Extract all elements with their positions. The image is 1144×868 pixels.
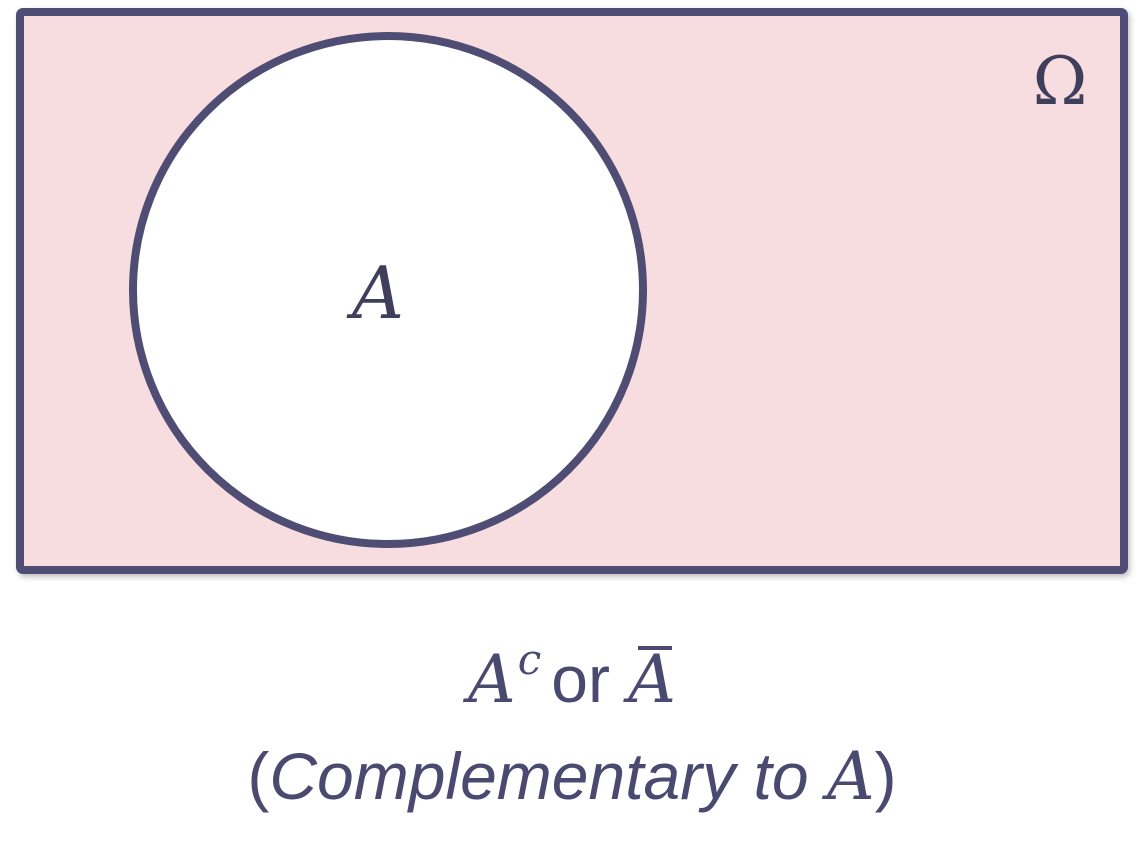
set-a-label: A — [346, 251, 404, 335]
venn-diagram: Ω A — [16, 8, 1128, 574]
description-text: Complementary to — [269, 739, 827, 813]
description-set: A — [826, 738, 875, 815]
complement-base: A — [468, 641, 516, 718]
notation-connector: or — [551, 642, 610, 716]
set-a-circle — [129, 32, 647, 548]
open-paren: ( — [247, 739, 270, 813]
complement-superscript: c — [517, 635, 542, 684]
universe-label: Ω — [1033, 43, 1088, 120]
close-paren: ) — [874, 739, 897, 813]
complement-description: (Complementary to A) — [0, 728, 1144, 825]
a-bar-symbol: A — [628, 632, 676, 728]
